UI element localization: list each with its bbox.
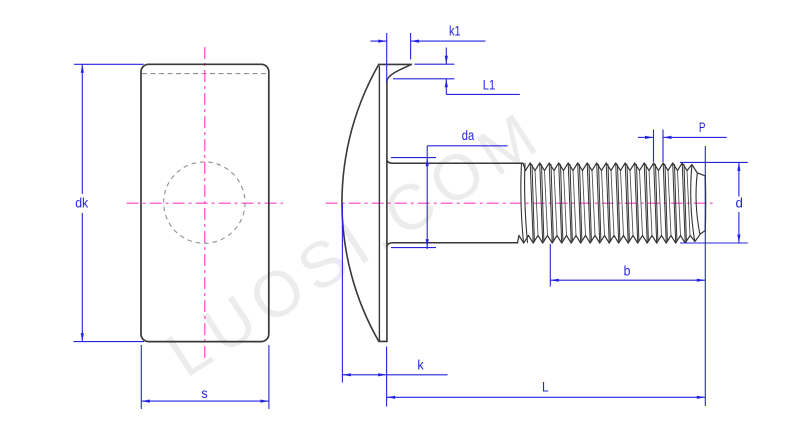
svg-text:d: d [736, 196, 743, 212]
svg-text:k: k [417, 358, 424, 374]
svg-text:L1: L1 [483, 77, 495, 93]
svg-text:b: b [624, 263, 631, 279]
svg-text:P: P [699, 120, 706, 136]
svg-text:s: s [201, 386, 207, 402]
svg-text:dk: dk [75, 196, 89, 212]
svg-text:L: L [542, 379, 549, 395]
svg-text:da: da [462, 128, 474, 144]
svg-text:k1: k1 [449, 23, 461, 39]
